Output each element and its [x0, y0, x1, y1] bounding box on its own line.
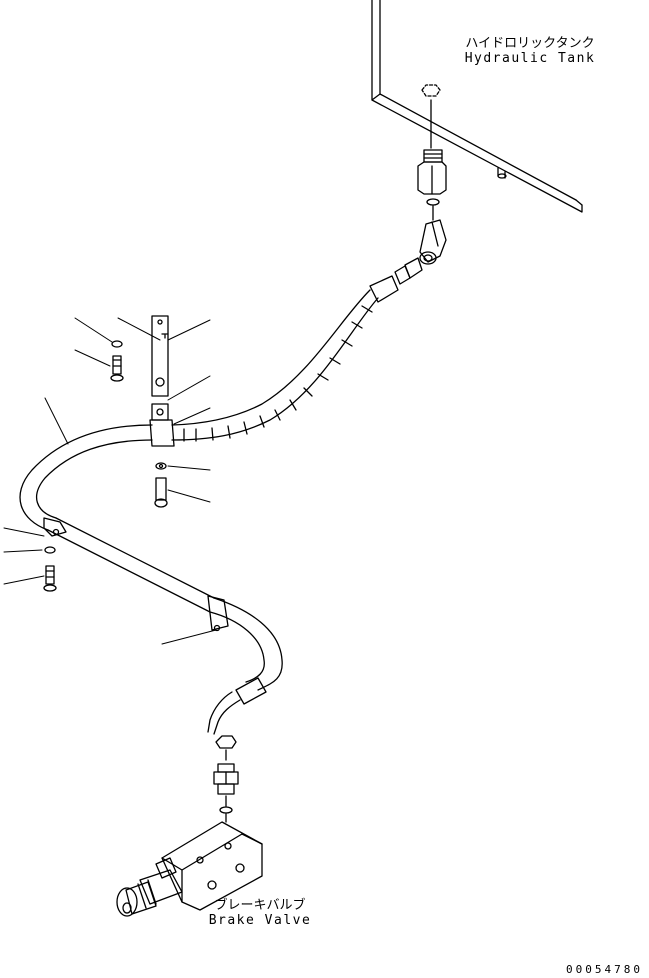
tank-port	[422, 85, 440, 148]
hose-elbow-fitting	[395, 220, 446, 284]
hydraulic-tank	[372, 0, 582, 212]
brake-valve-label-en: Brake Valve	[208, 913, 312, 928]
brake-valve-label-jp: ブレーキバルブ	[214, 898, 306, 913]
tank-adapter-fitting	[418, 150, 446, 220]
hydraulic-tank-label-en: Hydraulic Tank	[464, 51, 596, 66]
leader-lines	[4, 318, 216, 644]
lower-hose	[20, 425, 282, 734]
brake-valve-body	[117, 822, 262, 916]
upper-hose-spiral-guard	[172, 276, 398, 441]
hydraulic-tank-label: ハイドロリックタンク Hydraulic Tank	[455, 36, 605, 66]
clamp-bracket-assembly	[44, 316, 168, 591]
brake-valve-fittings	[214, 736, 238, 822]
brake-valve-label: ブレーキバルブ Brake Valve	[195, 898, 325, 928]
hydraulic-tank-label-jp: ハイドロリックタンク	[465, 36, 595, 51]
drawing-number: 00054780	[566, 963, 643, 976]
